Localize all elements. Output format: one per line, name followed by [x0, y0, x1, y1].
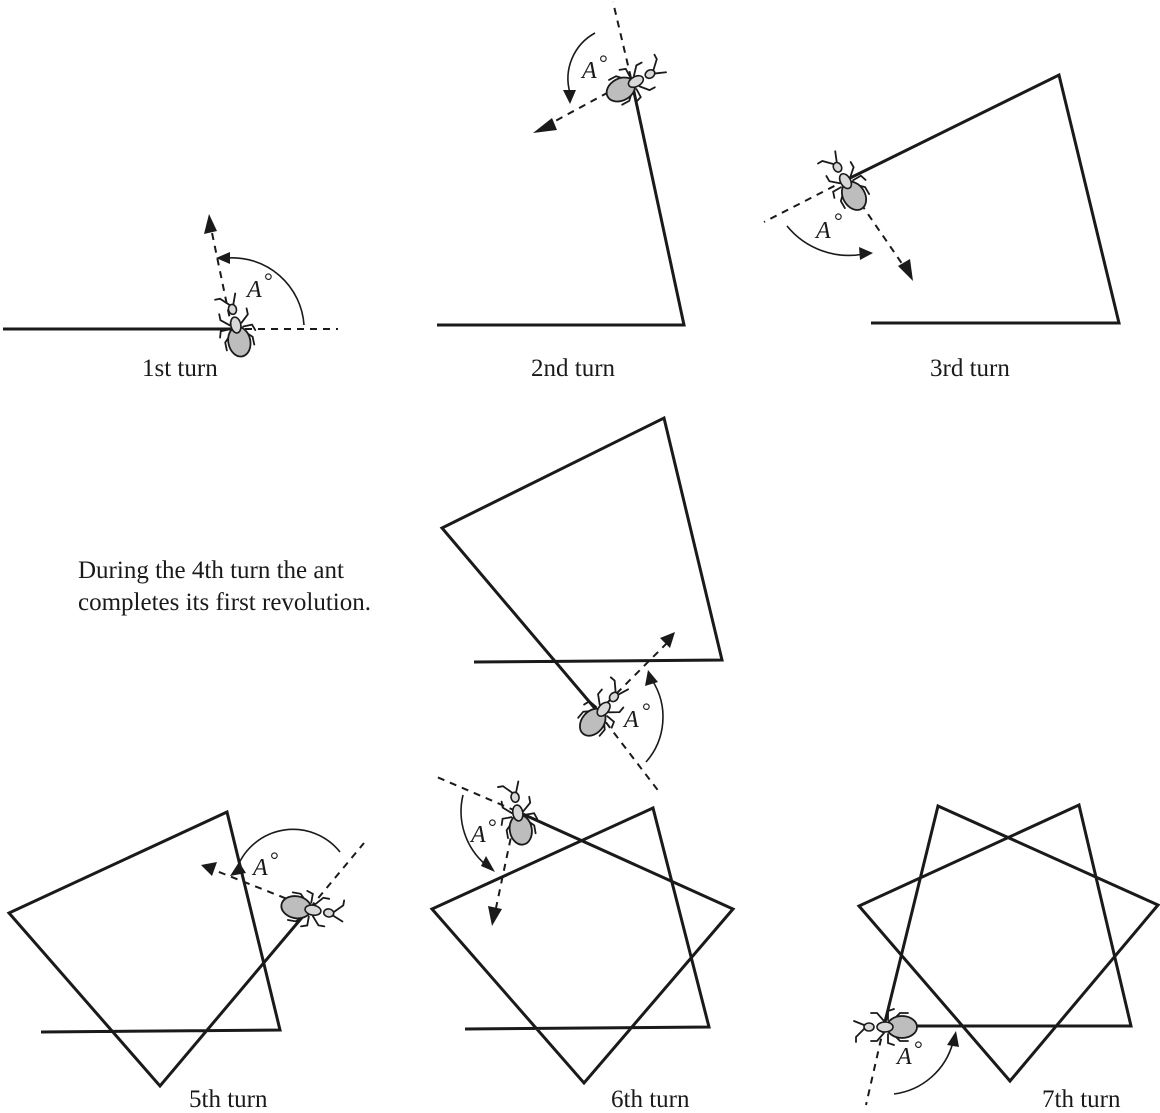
ant-icon — [277, 885, 348, 935]
caption-3rd-turn: 3rd turn — [930, 355, 1010, 382]
angle-label: A — [814, 218, 831, 244]
ant-icon — [493, 778, 543, 849]
heading-arrow — [210, 227, 233, 330]
degree-symbol: ° — [914, 1036, 923, 1061]
path-segment — [437, 77, 686, 327]
degree-symbol: ° — [599, 50, 608, 75]
arrowhead — [533, 118, 557, 133]
revolution-note: During the 4th turn the ant completes it… — [78, 555, 371, 619]
arrowhead — [481, 856, 495, 872]
angle-arc — [460, 794, 487, 866]
angle-arc — [567, 32, 596, 94]
angle-label: A — [245, 277, 262, 303]
degree-symbol: ° — [488, 814, 497, 839]
path-segment — [845, 72, 1121, 325]
arrowhead — [859, 247, 873, 260]
note-line-2: completes its first revolution. — [78, 589, 372, 616]
angle-arc — [893, 1041, 954, 1095]
arrowhead — [898, 259, 913, 281]
arrowhead — [230, 862, 246, 876]
arrowhead — [947, 1031, 959, 1047]
panel-7th-turn: A ° — [853, 802, 1160, 1106]
angle-label: A — [251, 855, 268, 881]
path-segment — [439, 415, 724, 713]
caption-7th-turn: 7th turn — [1042, 1086, 1121, 1113]
arrowhead — [216, 252, 230, 264]
panel-4th-turn: A ° — [439, 415, 724, 794]
panel-1st-turn: A ° — [3, 214, 338, 361]
panel-3rd-turn: A ° — [763, 72, 1121, 325]
extension-line — [612, 1, 632, 79]
caption-1st-turn: 1st turn — [142, 355, 218, 382]
extension-line — [865, 1025, 885, 1106]
degree-symbol: ° — [264, 268, 273, 293]
caption-6th-turn: 6th turn — [611, 1086, 690, 1113]
arrowhead — [201, 862, 217, 876]
degree-symbol: ° — [270, 847, 279, 872]
panel-6th-turn: A ° — [429, 776, 736, 1086]
panel-5th-turn: A ° — [6, 809, 365, 1089]
extension-line — [597, 711, 661, 794]
angle-arc — [236, 828, 341, 869]
angle-arc — [645, 679, 664, 763]
caption-2nd-turn: 2nd turn — [531, 355, 616, 382]
ant-icon — [813, 144, 878, 219]
extension-line — [309, 842, 365, 909]
degree-symbol: ° — [642, 698, 651, 723]
angle-label: A — [469, 822, 486, 848]
angle-arc — [786, 225, 865, 257]
panel-2nd-turn: A ° — [437, 1, 686, 327]
angle-label: A — [895, 1044, 912, 1070]
note-line-1: During the 4th turn the ant — [78, 557, 344, 584]
heading-arrow — [597, 641, 669, 713]
angle-label: A — [580, 58, 597, 84]
extension-line — [763, 179, 847, 223]
arrowhead — [204, 214, 217, 234]
angle-label: A — [622, 707, 639, 733]
extension-line — [436, 776, 517, 812]
degree-symbol: ° — [834, 208, 843, 233]
arrowhead — [563, 90, 576, 104]
arrowhead — [660, 632, 675, 648]
arrowhead — [645, 670, 658, 686]
angle-arc — [226, 257, 305, 326]
caption-5th-turn: 5th turn — [189, 1086, 268, 1113]
arrowhead — [488, 906, 502, 926]
path-segment — [856, 802, 1160, 1084]
path-segment — [429, 805, 736, 1086]
path-segment — [6, 809, 312, 1089]
